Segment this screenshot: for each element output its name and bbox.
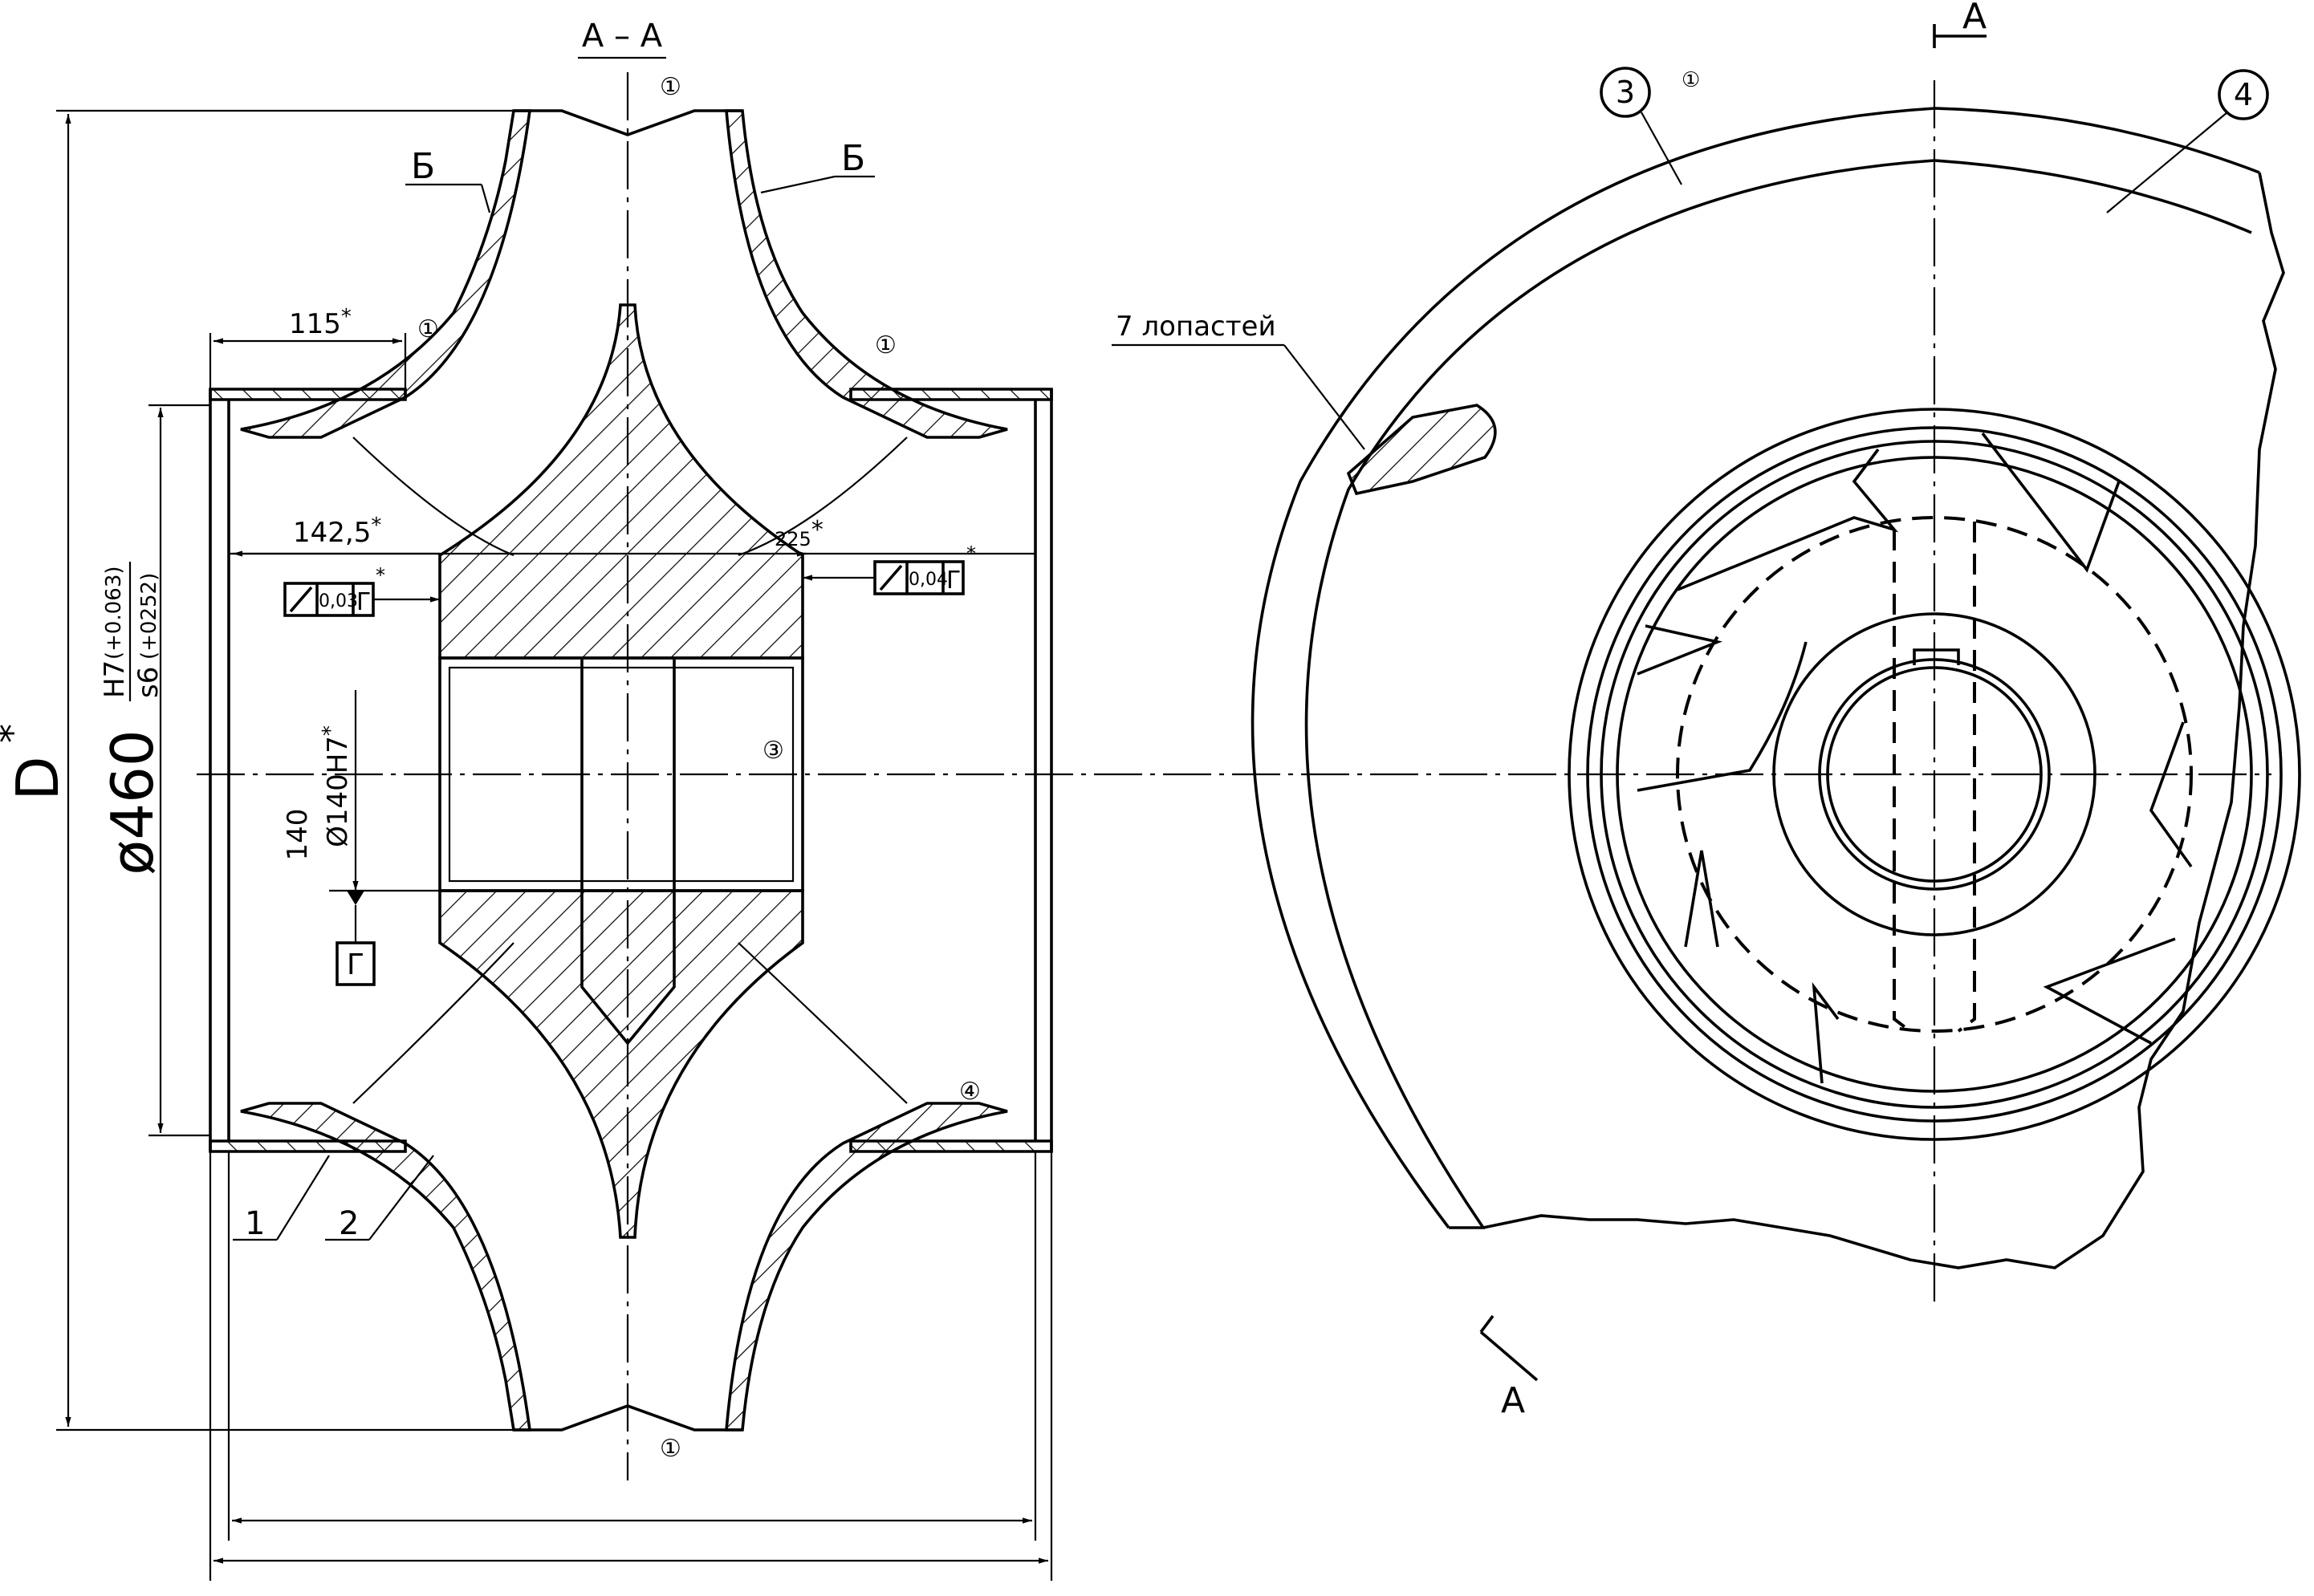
hidden-circle — [1676, 516, 2193, 1033]
hub-lower — [438, 889, 804, 1239]
top-shroud-left — [240, 109, 532, 439]
bottom-shroud-right — [725, 1102, 1008, 1432]
circle-mark-bottom: ① — [660, 1435, 681, 1463]
datum-g: Г — [336, 941, 376, 986]
svg-text:ø460: ø460 — [99, 729, 166, 875]
bottom-ring-right — [849, 1139, 1053, 1153]
blades-note: 7 лопастей — [1116, 311, 1276, 343]
svg-text:D: D — [4, 756, 71, 800]
circle-mark-top: ① — [660, 73, 681, 101]
svg-text:*: * — [376, 564, 385, 587]
svg-text:*: * — [0, 724, 35, 743]
inner-ring-outer — [1568, 408, 2301, 1141]
svg-text:140: 140 — [282, 809, 314, 861]
section-view: А – А — [0, 18, 2271, 1581]
circle-mark-top-left: ① — [417, 315, 439, 343]
svg-text:(+0252): (+0252) — [137, 573, 161, 660]
dimension-140h7: Ø140H7* — [319, 725, 354, 847]
svg-text:H7: H7 — [99, 660, 131, 698]
surface-b-left: Б — [411, 146, 435, 187]
callout-3-mark: ① — [1682, 68, 1700, 92]
bottom-ring-left — [209, 1139, 407, 1153]
svg-text:Г: Г — [356, 588, 371, 616]
dimension-115: 115* — [289, 305, 352, 340]
section-title: А – А — [582, 18, 663, 55]
callout-3: 3 — [1616, 75, 1635, 110]
surface-b-right: Б — [841, 138, 865, 179]
top-shroud-right — [725, 109, 1008, 439]
circle-mark-hub: ③ — [763, 737, 784, 765]
svg-text:0,04: 0,04 — [909, 570, 948, 590]
runout-tolerance-right: 0,04 Г * — [803, 542, 976, 595]
svg-text:0,03: 0,03 — [319, 591, 358, 611]
part-2-label: 2 — [339, 1205, 359, 1242]
svg-text:Г: Г — [946, 567, 961, 595]
hub-circle — [1772, 612, 2096, 936]
part-1-label: 1 — [245, 1205, 265, 1242]
runout-tolerance-left: 0,03 Г * — [283, 564, 440, 617]
section-letter-top: А — [1962, 0, 1987, 37]
outer-shroud-arc — [1251, 107, 2260, 1229]
hub-bore — [438, 656, 804, 892]
top-ring-left — [209, 388, 407, 401]
top-ring-right — [849, 388, 1053, 401]
dimension-225: 225* — [775, 516, 824, 550]
circle-mark-top-right: ① — [875, 331, 897, 359]
dimension-d: D * — [0, 724, 71, 801]
blade-tongue — [1346, 404, 1497, 496]
circle-mark-bottom-right: ④ — [959, 1078, 981, 1106]
front-view: А А 7 лопас — [1112, 0, 2301, 1421]
svg-text:Г: Г — [347, 948, 364, 981]
callout-4: 4 — [2234, 77, 2253, 112]
svg-text:s6: s6 — [132, 667, 165, 698]
dimension-142-5: 142,5* — [293, 514, 381, 549]
svg-text:(+0.063): (+0.063) — [102, 566, 126, 660]
bottom-shroud-left — [240, 1102, 532, 1432]
hub-upper — [438, 303, 804, 660]
svg-text:*: * — [966, 542, 976, 565]
dimension-140: 140 — [282, 809, 314, 861]
section-letter-bottom: А — [1501, 1380, 1525, 1421]
svg-text:Ø140H7*: Ø140H7* — [319, 725, 354, 847]
dimension-bore-460: ø460 H7 (+0.063) s6 (+0252) — [99, 562, 166, 875]
